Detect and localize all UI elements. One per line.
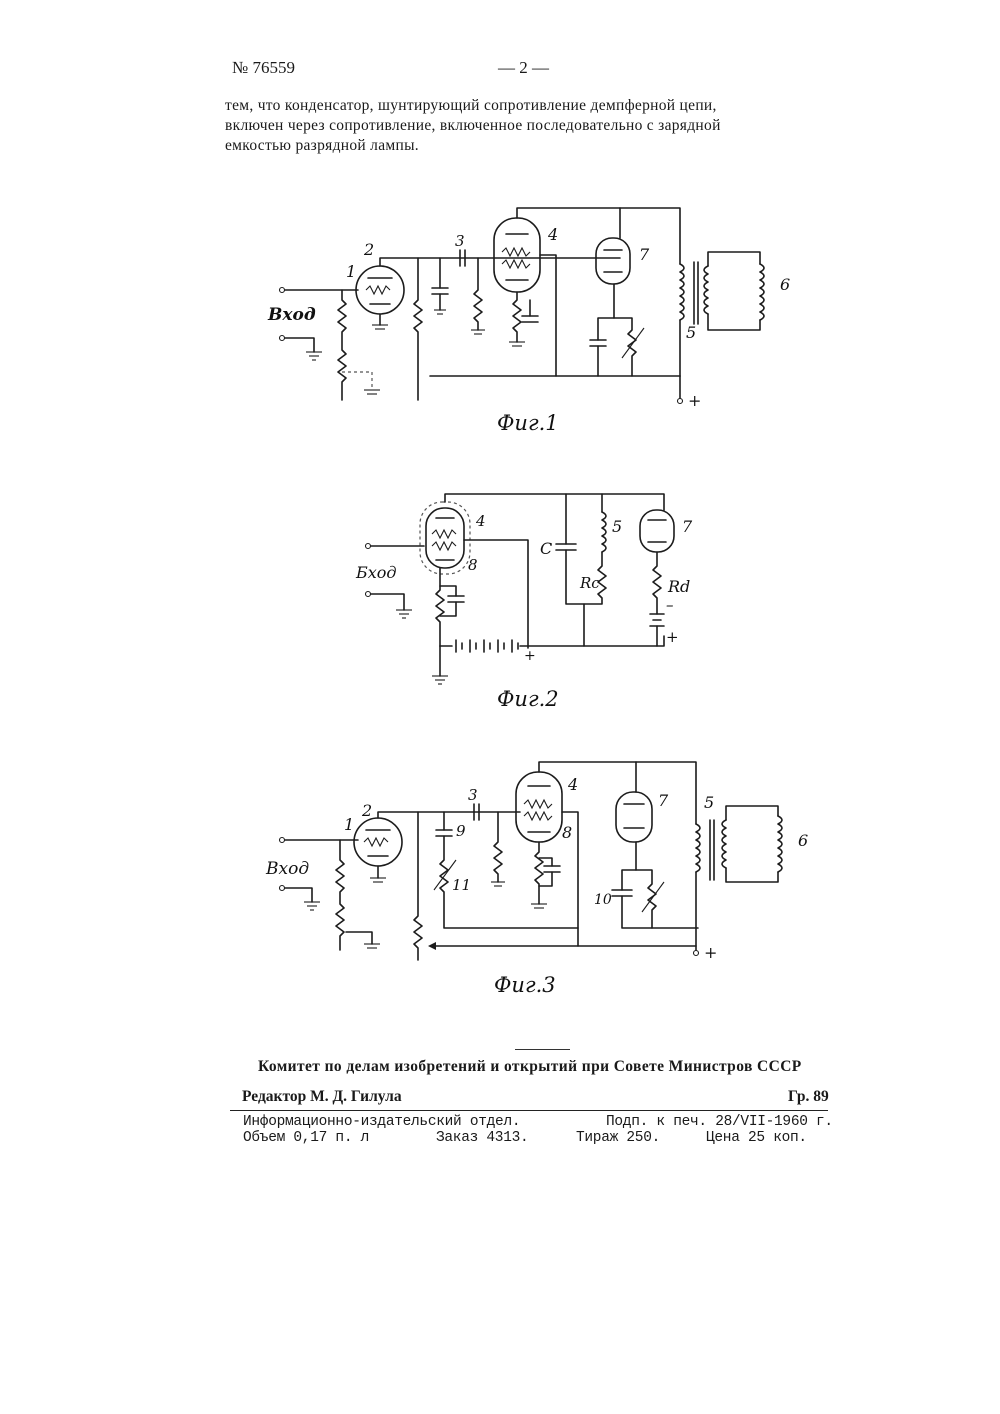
input-terminal [280,288,285,293]
input-terminal [280,336,285,341]
label-8: 8 [468,556,478,574]
figure-3-schematic: Вход 2 1 9 11 3 4 8 7 10 [0,755,1000,1005]
body-text-line: включен через сопротивление, включенное … [225,116,831,136]
signed-for-print: Подп. к печ. 28/VII-1960 г. [606,1114,833,1130]
plus-terminal: + [688,391,701,410]
department-line: Информационно-издательский отдел. [243,1114,520,1130]
label-4: 4 [475,512,486,530]
deflection-coils-6 [778,816,782,872]
print-run: Тираж 250. [576,1130,660,1146]
input-label: Бход [355,563,397,582]
vacuum-tube-7 [616,792,652,842]
vacuum-tube-7 [596,238,630,284]
plus-terminal: + [666,628,679,646]
transformer-5 [696,824,700,872]
ground-symbol [396,610,412,618]
figure-2-caption: Фиг.2 [497,687,559,711]
group-number: Гр. 89 [788,1088,829,1106]
label-6: 6 [798,831,808,850]
plus-terminal: + [524,648,536,664]
divider [515,1049,570,1050]
figure-1-caption: Фиг.1 [497,411,559,435]
label-11: 11 [452,876,471,894]
label-1: 1 [346,262,356,281]
editor-line: Редактор М. Д. Гилула [242,1088,402,1106]
order-line: Заказ 4313. [436,1130,528,1146]
transformer-5 [680,264,684,320]
input-label: Вход [265,859,309,879]
label-7: 7 [682,517,693,536]
divider [230,1110,828,1111]
label-7: 7 [639,245,650,264]
patent-number: № 76559 [232,58,295,78]
label-5: 5 [686,323,696,342]
label-c: C [540,539,552,558]
label-8: 8 [562,823,572,842]
label-4: 4 [547,225,558,244]
volume-line: Объем 0,17 п. л [243,1130,369,1146]
inductor-5 [602,512,606,552]
figure-1-schematic: Вход 2 1 3 4 7 5 6 [0,195,1000,445]
label-9: 9 [456,822,466,840]
resistor [338,290,346,400]
price-line: Цена 25 коп. [706,1130,807,1146]
page-number: — 2 — [498,58,549,78]
vacuum-tube-7 [640,510,674,552]
label-6: 6 [780,275,790,294]
label-2: 2 [363,240,374,259]
label-rd: Rd [667,577,690,596]
label-3: 3 [468,786,478,804]
minus-terminal: – [666,596,674,614]
label-rc: Rc [579,574,600,592]
label-5: 5 [612,517,622,536]
label-10: 10 [594,892,612,908]
ground-symbol [432,676,448,684]
committee-line: Комитет по делам изобретений и открытий … [258,1058,802,1076]
body-text-line: тем, что конденсатор, шунтирующий сопрот… [225,96,831,116]
shield [420,502,470,574]
battery [456,640,518,652]
deflection-coils-6 [760,264,764,320]
body-text-line: емкостью разрядной лампы. [225,136,831,156]
vacuum-tube-4 [426,508,464,568]
figure-2-schematic: Бход 4 8 + C 5 Rc 7 Rd – + Фиг.2 [0,485,1000,720]
ground-symbol [304,902,320,910]
label-1: 1 [344,815,354,834]
plus-terminal: + [704,943,717,962]
label-7: 7 [658,791,669,810]
label-2: 2 [361,801,372,820]
label-4: 4 [567,775,578,794]
label-5: 5 [704,793,714,812]
ground-symbol [306,352,322,360]
figure-3-caption: Фиг.3 [494,973,556,997]
body-text: тем, что конденсатор, шунтирующий сопрот… [225,96,831,156]
input-label: Вход [267,305,316,325]
label-3: 3 [455,232,465,250]
